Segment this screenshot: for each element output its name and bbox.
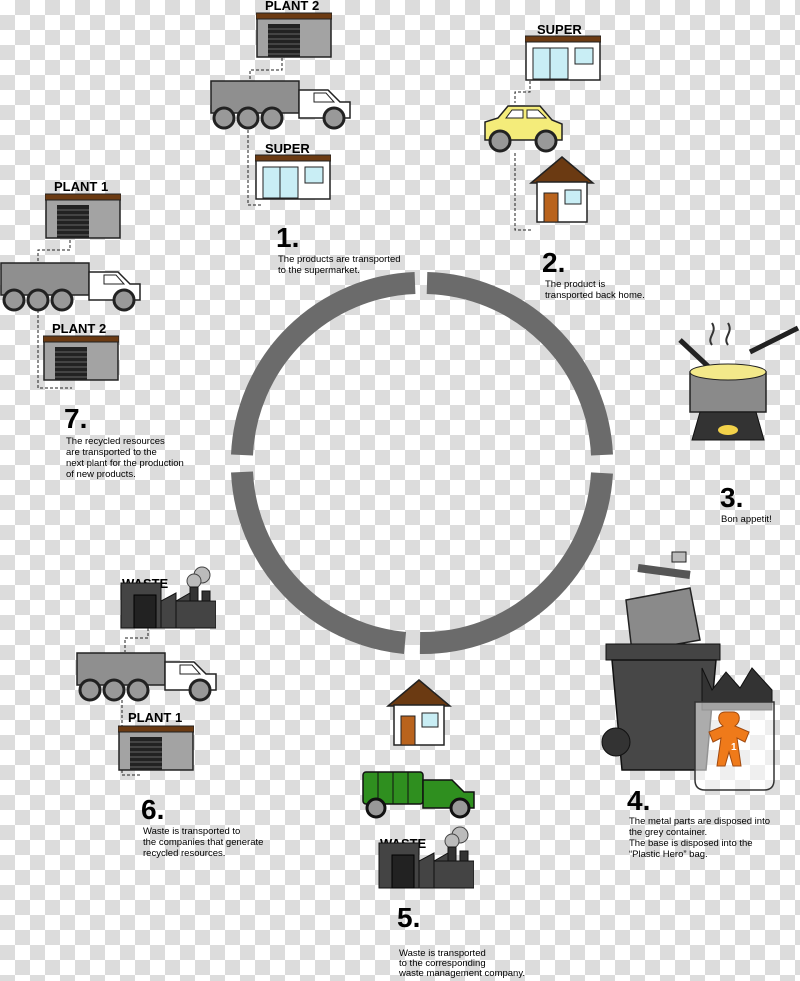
bag-label: 1: [731, 742, 737, 753]
house-icon: [530, 156, 594, 223]
step-number: 5.: [397, 902, 420, 933]
step-text: The base is disposed into the: [629, 838, 753, 849]
fondue-pot-icon: [678, 322, 800, 441]
step-number: 7.: [64, 403, 87, 434]
step-number: 6.: [141, 794, 164, 825]
house-icon: [387, 679, 451, 746]
truck-icon: [76, 652, 218, 702]
garbage-truck-icon: [362, 771, 475, 819]
supermarket-icon: [525, 35, 601, 81]
metal-pot-icon: [625, 551, 701, 653]
plant-icon: [45, 193, 121, 239]
supermarket-icon: [255, 154, 331, 200]
step-3: 3. Bon appetit!: [678, 322, 800, 525]
cycle-arrow-6-7: [231, 272, 416, 456]
step-text: waste management company.: [398, 968, 525, 979]
step-text: the grey container.: [629, 827, 707, 838]
step-number: 3.: [720, 482, 743, 513]
step-text: The products are transported: [278, 254, 401, 265]
truck-icon: [210, 80, 352, 130]
plant-icon: [43, 335, 119, 381]
step-text: The product is: [545, 279, 605, 290]
sign-super: SUPER: [265, 141, 310, 156]
step-6: WASTE PLANT 1 6. Waste is transported to…: [76, 566, 263, 859]
step-text: to the supermarket.: [278, 265, 360, 276]
step-text: Bon appetit!: [721, 514, 772, 525]
step-text: The metal parts are disposed into: [629, 816, 770, 827]
cycle-arrows: [231, 272, 613, 655]
plant-icon: [256, 12, 332, 58]
step-text: “Plastic Hero” bag.: [629, 849, 708, 860]
step-text: of new products.: [66, 469, 136, 480]
car-icon: [484, 105, 563, 153]
step-1: PLANT 2 SUPER 1. The products are transp…: [210, 0, 401, 276]
step-text: Waste is transported: [399, 948, 486, 959]
sign-plant-2: PLANT 2: [52, 321, 106, 336]
step-number: 2.: [542, 247, 565, 278]
sign-super: SUPER: [537, 22, 582, 37]
step-text: next plant for the production: [66, 458, 184, 469]
step-number: 1.: [276, 222, 299, 253]
sign-plant-2: PLANT 2: [265, 0, 319, 13]
cycle-arrow-4-5: [231, 471, 407, 654]
step-text: Waste is transported to: [143, 826, 240, 837]
step-number: 4.: [627, 785, 650, 816]
step-text: to the corresponding: [399, 958, 486, 969]
step-text: transported back home.: [545, 290, 645, 301]
step-text: The recycled resources: [66, 436, 165, 447]
step-text: are transported to the: [66, 447, 157, 458]
cycle-arrow-1-2: [426, 272, 613, 456]
cycle-arrow-3-4: [419, 472, 613, 655]
sign-plant-1: PLANT 1: [54, 179, 108, 194]
plant-icon: [118, 725, 194, 771]
step-text: recycled resources.: [143, 848, 225, 859]
grey-bin-icon: [601, 643, 721, 771]
truck-icon: [0, 262, 142, 312]
step-text: the companies that generate: [143, 837, 263, 848]
step-7: PLANT 1 PLANT 2 7. The recycled resource…: [0, 179, 184, 480]
sign-plant-1: PLANT 1: [128, 710, 182, 725]
plastic-hero-bag-icon: 1: [694, 667, 775, 791]
